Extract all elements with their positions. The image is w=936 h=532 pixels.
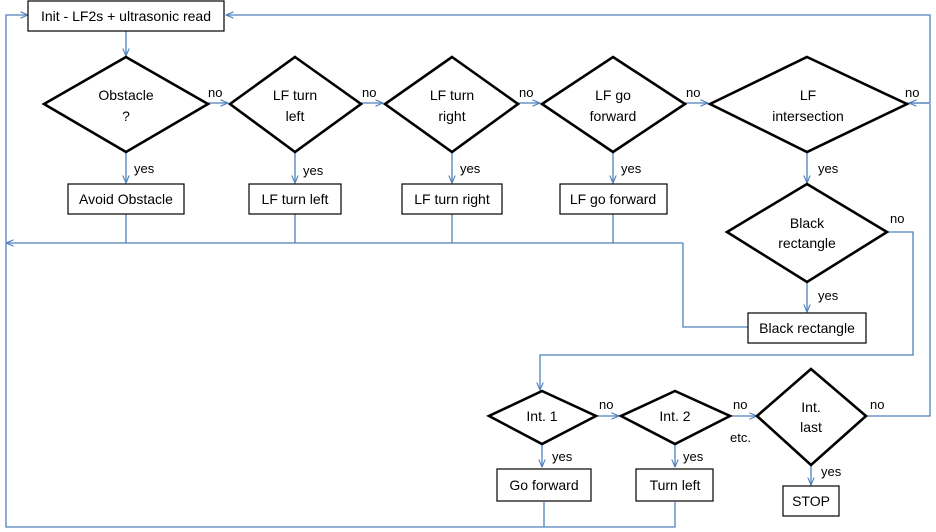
edge-labels: no no no no no no no no no yes yes yes y…	[134, 85, 919, 479]
int-last-decision	[755, 367, 868, 467]
lf-turn-right-decision-line1: LF turn	[430, 87, 474, 103]
no-label-black-rectangle: no	[890, 211, 904, 226]
lf-turn-right-label: LF turn right	[414, 191, 490, 207]
no-label-int1: no	[599, 397, 613, 412]
shapes: Init - LF2s + ultrasonic read Obstacle ?…	[27, 0, 911, 517]
turn-left-label: Turn left	[650, 477, 701, 493]
no-label-go-forward: no	[686, 85, 700, 100]
int1-decision-label: Int. 1	[526, 408, 557, 424]
lf-turn-right-decision-line2: right	[438, 108, 465, 124]
black-rectangle-decision-line2: rectangle	[778, 235, 836, 251]
no-label-intersection: no	[905, 85, 919, 100]
obstacle-decision-label-line1: Obstacle	[98, 87, 153, 103]
no-label-turn-right: no	[519, 85, 533, 100]
lf-intersection-decision-line1: LF	[800, 87, 816, 103]
int-last-decision-line2: last	[800, 419, 822, 435]
yes-label-turn-right: yes	[460, 161, 481, 176]
black-rectangle-label: Black rectangle	[759, 320, 855, 336]
lf-go-forward-decision-line1: LF go	[595, 87, 631, 103]
yes-label-go-forward: yes	[621, 161, 642, 176]
no-label-obstacle: no	[208, 85, 222, 100]
edge-blackrect-no	[540, 231, 914, 390]
connectors	[5, 15, 931, 528]
yes-label-int1: yes	[552, 449, 573, 464]
avoid-obstacle-box	[67, 183, 185, 215]
go-forward-label: Go forward	[509, 477, 578, 493]
lf-turn-left-decision-line2: left	[286, 108, 305, 124]
int2-decision	[618, 389, 733, 446]
int-last-decision-line1: Int.	[801, 399, 820, 415]
black-rectangle-box	[747, 312, 867, 344]
init-label: Init - LF2s + ultrasonic read	[41, 8, 211, 24]
yes-label-black-rectangle: yes	[818, 288, 839, 303]
int1-decision	[486, 389, 599, 446]
yes-label-int-last: yes	[821, 464, 842, 479]
no-label-int2: no	[733, 397, 747, 412]
lf-intersection-decision-line2: intersection	[772, 108, 844, 124]
init-box	[27, 0, 225, 32]
lf-turn-right-decision	[382, 55, 521, 154]
no-label-int-last: no	[870, 397, 884, 412]
lf-turn-left-label: LF turn left	[262, 191, 329, 207]
lf-intersection-decision	[707, 55, 911, 154]
return-blackrect	[682, 243, 748, 328]
lf-go-forward-box	[559, 183, 668, 215]
obstacle-decision	[41, 55, 211, 154]
lf-go-forward-decision	[539, 55, 688, 154]
stop-box	[782, 485, 840, 517]
etc-label: etc.	[730, 430, 751, 445]
yes-label-turn-left: yes	[303, 163, 324, 178]
lf-turn-left-decision	[227, 55, 364, 154]
yes-label-obstacle: yes	[134, 161, 155, 176]
yes-label-intersection: yes	[818, 161, 839, 176]
no-label-turn-left: no	[362, 85, 376, 100]
black-rectangle-decision	[724, 182, 890, 284]
lf-turn-right-box	[401, 183, 503, 215]
go-forward-box	[496, 468, 592, 502]
edge-intlast-no	[866, 104, 931, 417]
lf-turn-left-box	[248, 183, 342, 215]
obstacle-decision-label-line2: ?	[122, 108, 130, 124]
lf-go-forward-label: LF go forward	[570, 191, 656, 207]
black-rectangle-decision-line1: Black	[790, 215, 825, 231]
stop-label: STOP	[792, 493, 830, 509]
lf-turn-left-decision-line1: LF turn	[273, 87, 317, 103]
int2-decision-label: Int. 2	[659, 408, 690, 424]
yes-label-int2: yes	[683, 449, 704, 464]
avoid-obstacle-label: Avoid Obstacle	[79, 191, 173, 207]
turn-left-box	[635, 468, 714, 502]
lf-go-forward-decision-line2: forward	[590, 108, 637, 124]
return-turnleft-bottom	[5, 15, 676, 528]
